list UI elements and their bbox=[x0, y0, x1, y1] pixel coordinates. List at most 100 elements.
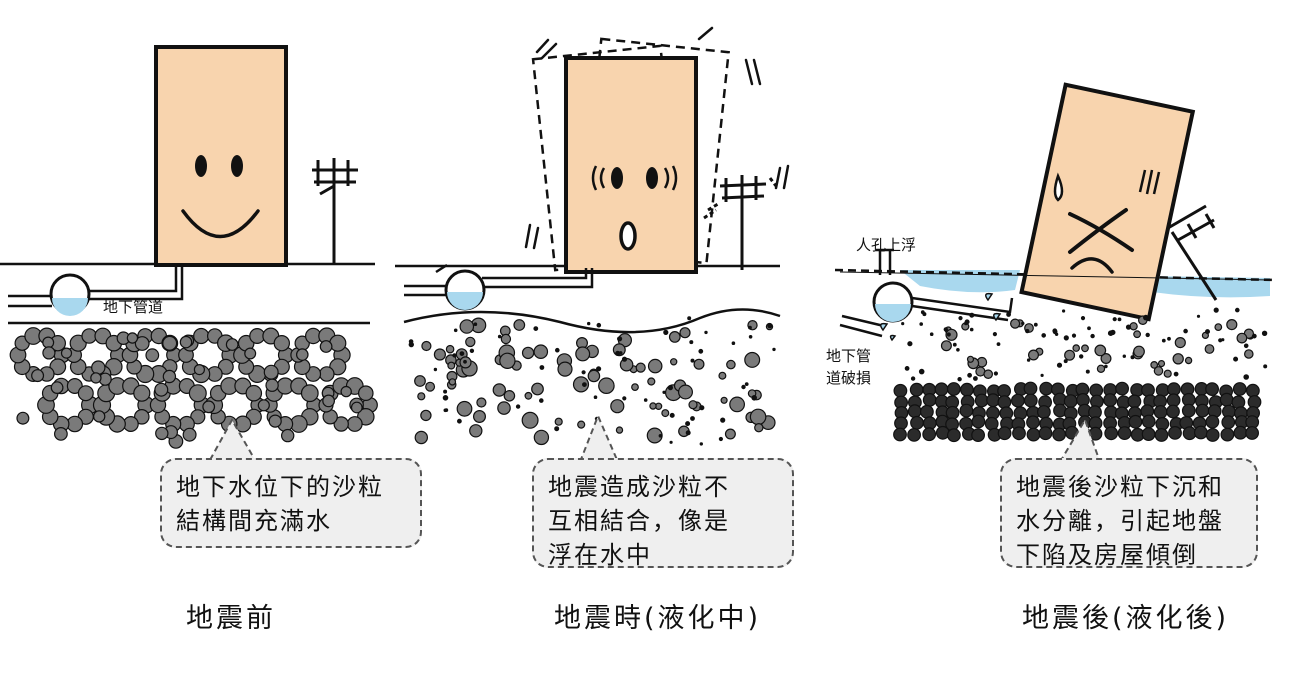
sand-grain bbox=[473, 322, 478, 327]
label-manhole-floating: 人孔上浮 bbox=[856, 236, 917, 254]
sand-grain bbox=[500, 333, 512, 345]
sand-grain bbox=[1021, 321, 1025, 326]
sand-grain bbox=[421, 340, 432, 352]
sand-grain bbox=[1040, 373, 1044, 377]
sand-grain bbox=[754, 423, 764, 433]
sand-grain bbox=[992, 332, 998, 337]
sand-grain bbox=[225, 338, 239, 351]
sand-grain bbox=[669, 412, 675, 418]
sand-grain bbox=[1026, 427, 1041, 442]
sand-grain bbox=[621, 356, 628, 362]
sand-grain bbox=[1195, 403, 1210, 418]
sand-grain bbox=[689, 340, 694, 345]
sand-grain bbox=[1221, 415, 1236, 430]
sand-grain bbox=[1107, 330, 1114, 337]
sand-grain bbox=[1153, 366, 1164, 376]
sand-grain bbox=[729, 396, 745, 413]
sand-grain bbox=[188, 384, 207, 403]
sand-grain bbox=[974, 393, 989, 408]
sand-grain bbox=[539, 365, 545, 370]
sand-grain bbox=[1218, 338, 1223, 343]
sand-grain bbox=[1090, 333, 1095, 339]
sand-grain bbox=[643, 398, 648, 402]
sand-grain bbox=[1025, 328, 1030, 334]
sand-grain bbox=[1204, 329, 1210, 335]
sand-grain bbox=[1161, 338, 1166, 343]
sand-grain bbox=[357, 385, 374, 401]
sand-grain bbox=[1006, 312, 1011, 317]
sand-grain bbox=[997, 426, 1012, 441]
sand-grain bbox=[155, 426, 169, 441]
water-table-wave bbox=[403, 308, 781, 334]
sand-grain bbox=[685, 430, 691, 436]
sand-grain bbox=[1232, 382, 1247, 396]
sand-grain bbox=[1009, 318, 1021, 329]
sand-grain bbox=[81, 328, 97, 344]
sand-grain bbox=[748, 334, 753, 339]
underground-pipe bbox=[8, 294, 52, 308]
callout-before: 地下水位下的沙粒 結構間充滿水 bbox=[160, 458, 422, 548]
sand-grain bbox=[1145, 332, 1150, 338]
sand-grain bbox=[1261, 330, 1268, 336]
sand-grain bbox=[1150, 361, 1159, 369]
sand-grain bbox=[960, 382, 974, 397]
callout-after-line-3: 下陷及房屋傾倒 bbox=[1016, 541, 1198, 569]
sand-grain bbox=[1071, 333, 1077, 338]
sand-grain bbox=[92, 410, 106, 423]
sand-grain bbox=[350, 401, 363, 414]
sand-grain bbox=[649, 402, 657, 410]
sand-grain bbox=[319, 340, 333, 353]
sand-grain bbox=[448, 378, 457, 386]
sand-grain bbox=[704, 330, 708, 335]
sand-grain bbox=[447, 361, 456, 370]
sand-grain bbox=[595, 366, 602, 372]
sand-grain bbox=[947, 428, 961, 443]
sand-grain bbox=[663, 329, 669, 335]
sand-grain bbox=[920, 404, 934, 419]
sand-grain bbox=[1205, 382, 1219, 397]
sand-grain bbox=[1100, 353, 1112, 365]
sand-grain bbox=[91, 360, 106, 375]
sand-grain bbox=[718, 436, 724, 442]
sand-grain bbox=[443, 389, 448, 394]
sand-grain bbox=[993, 371, 999, 376]
panel-during bbox=[395, 26, 790, 446]
sand-grain bbox=[340, 385, 352, 398]
sand-grain bbox=[77, 385, 94, 402]
sand-grain bbox=[587, 369, 601, 383]
sand-grain bbox=[581, 370, 586, 375]
sand-grain bbox=[1072, 344, 1081, 352]
building-eye-left bbox=[611, 167, 623, 189]
sand-grain bbox=[1064, 349, 1076, 361]
sand-grain bbox=[1117, 317, 1122, 322]
sand-grain bbox=[1011, 393, 1025, 408]
sand-grain bbox=[658, 433, 663, 438]
sand-grain bbox=[531, 382, 544, 396]
sand-grain bbox=[577, 420, 586, 429]
sand-grain bbox=[946, 382, 961, 396]
sand-grain bbox=[751, 394, 758, 401]
sand-grain bbox=[1219, 392, 1234, 407]
sand-grain bbox=[554, 417, 563, 426]
sand-grain bbox=[456, 400, 473, 417]
sand-grain bbox=[1033, 322, 1038, 327]
sand-grain bbox=[1115, 381, 1129, 396]
sand-grain bbox=[647, 377, 656, 386]
sand-grain bbox=[1023, 381, 1038, 396]
building-eye-left bbox=[195, 155, 207, 177]
sand-grain bbox=[1168, 426, 1182, 440]
sand-grain bbox=[126, 332, 139, 344]
sand-grain bbox=[687, 316, 692, 321]
sand-grain bbox=[1112, 317, 1117, 322]
sand-grain bbox=[1245, 426, 1259, 440]
sand-grain bbox=[1244, 349, 1254, 359]
underground-pipe bbox=[404, 284, 448, 297]
sand-grain bbox=[1039, 381, 1054, 396]
sand-grain bbox=[16, 411, 30, 425]
sand-grain bbox=[318, 366, 335, 382]
sand-grain bbox=[720, 396, 728, 404]
sand-grain bbox=[945, 405, 960, 420]
sand-grain bbox=[1128, 414, 1143, 429]
sand-grain bbox=[50, 381, 64, 395]
sand-grain bbox=[670, 358, 678, 366]
